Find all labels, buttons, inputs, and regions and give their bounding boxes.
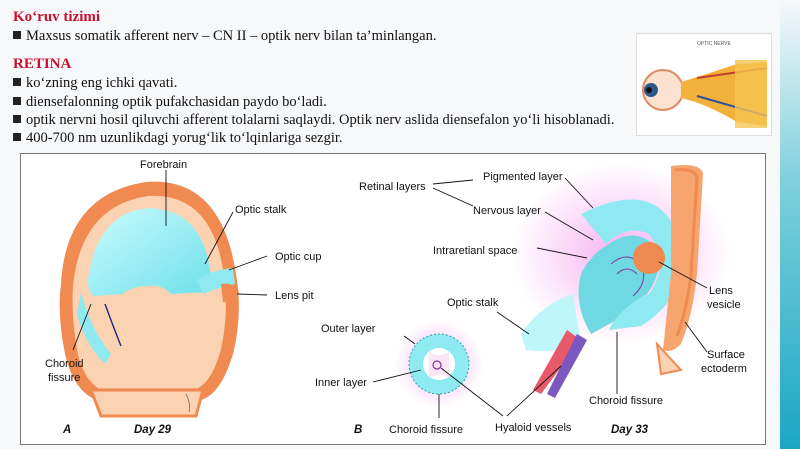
hyaloid-artery — [533, 330, 581, 394]
lens-vesicle — [633, 242, 665, 274]
panel-a-day: Day 29 — [134, 424, 172, 436]
panel-a-letter: A — [62, 424, 71, 436]
optic-nerve-thumbnail: OPTIC NERVE — [636, 33, 772, 136]
label-outer-layer: Outer layer — [321, 323, 376, 335]
label-intraretinal-space: Intraretianl space — [433, 245, 517, 257]
forebrain-shape — [87, 208, 211, 296]
optic-cup-b — [511, 164, 731, 398]
panel-b-day: Day 33 — [611, 424, 649, 436]
intro-line: Maxsus somatik afferent nerv – CN II – o… — [13, 28, 436, 45]
label-lens-vesicle-line1: Lens — [709, 285, 733, 297]
pigmented-layer-shape — [581, 199, 683, 330]
label-pigmented-layer: Pigmented layer — [483, 171, 563, 183]
pupil — [646, 87, 652, 93]
label-inner-layer: Inner layer — [315, 377, 367, 389]
label-surface-ectoderm-line2: ectoderm — [701, 363, 747, 375]
label-choroid-fissure-small: Choroid fissure — [389, 424, 463, 436]
decorative-stripe — [780, 0, 800, 449]
panel-b-letter: B — [354, 424, 362, 436]
label-surface-ectoderm-line1: Surface — [707, 349, 745, 361]
label-optic-stalk-b: Optic stalk — [447, 297, 499, 309]
retina-bullet: diensefalonning optik pufakchasidan payd… — [13, 94, 327, 111]
thumbnail-caption: OPTIC NERVE — [697, 41, 731, 47]
label-retinal-layers: Retinal layers — [359, 181, 426, 193]
label-forebrain: Forebrain — [140, 159, 187, 171]
lens-pit-a — [221, 283, 239, 302]
optic-stalk-a — [197, 268, 235, 294]
page-title: Ko‘ruv tizimi — [13, 9, 101, 25]
label-optic-cup: Optic cup — [275, 251, 321, 263]
retina-bullet: 400-700 nm uzunlikdagi yorug‘lik to‘lqin… — [13, 130, 343, 147]
retina-bullet: ko‘zning eng ichki qavati. — [13, 75, 177, 92]
hyaloid-vein — [547, 334, 587, 398]
label-nervous-layer: Nervous layer — [473, 205, 541, 217]
retina-bullet-text: diensefalonning optik pufakchasidan payd… — [26, 94, 327, 110]
retina-bullet-text: ko‘zning eng ichki qavati. — [26, 75, 178, 91]
label-optic-stalk-a: Optic stalk — [235, 204, 287, 216]
embryology-figure: Forebrain Optic stalk Optic cup Lens pit… — [20, 153, 766, 445]
optic-stalk-cross-section — [395, 320, 483, 408]
retina-bullet: optik nervni hosil qiluvchi afferent tol… — [13, 112, 614, 129]
retina-bullet-text: optik nervni hosil qiluvchi afferent tol… — [26, 112, 615, 128]
panel-a-embryo — [59, 181, 239, 418]
surface-ectoderm — [663, 165, 703, 352]
label-choroid-fissure-b: Choroid fissure — [589, 395, 663, 407]
retina-bullet-text: 400-700 nm uzunlikdagi yorug‘lik to‘lqin… — [26, 130, 343, 146]
label-choroid-fissure-a-line2: fissure — [48, 372, 80, 384]
hyaloid-vessel-cross — [432, 360, 442, 370]
intro-text: Maxsus somatik afferent nerv – CN II – o… — [26, 28, 437, 44]
label-lens-pit: Lens pit — [275, 290, 314, 302]
retina-heading: RETINA — [13, 56, 72, 72]
bullet-square — [13, 31, 21, 39]
label-lens-vesicle-line2: vesicle — [707, 299, 741, 311]
label-choroid-fissure-a-line1: Choroid — [45, 358, 84, 370]
label-hyaloid-vessels: Hyaloid vessels — [495, 422, 572, 434]
